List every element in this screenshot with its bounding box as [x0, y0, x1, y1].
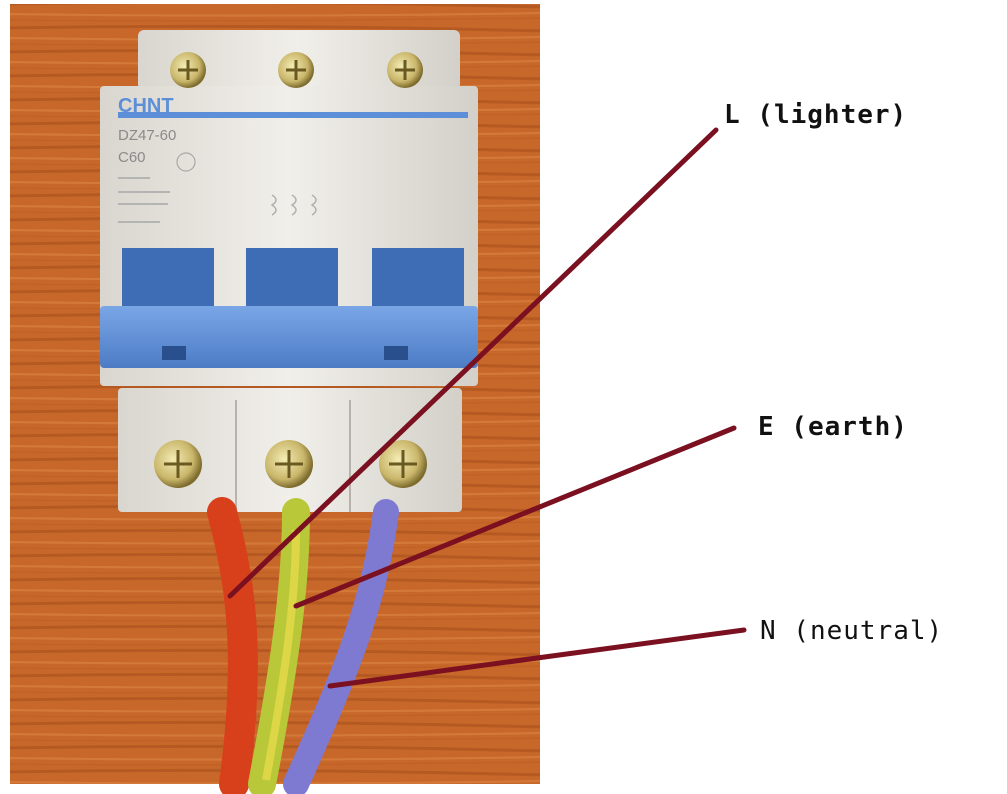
neutral-wire [283, 499, 399, 794]
bottom-terminal-screws [154, 440, 427, 488]
leader-line-earth [293, 425, 737, 609]
top-terminal-screws [170, 52, 423, 88]
live-wire [207, 497, 258, 794]
breaker-brand: CHNT [118, 95, 174, 117]
circuit-breaker: CHNT DZ47-60 C60 [100, 30, 478, 512]
fine-print [118, 177, 170, 223]
label-earth: E (earth) [758, 412, 908, 442]
leader-lines [227, 127, 747, 689]
wiring-symbol [270, 194, 317, 216]
leader-line-live [227, 127, 719, 599]
label-neutral: N (neutral) [760, 616, 944, 646]
breaker-rating: C60 [118, 149, 146, 166]
toggle-lever [100, 248, 478, 368]
breaker-model: DZ47-60 [118, 127, 176, 144]
label-live: L (lighter) [724, 100, 908, 130]
wires [207, 497, 399, 794]
leader-line-neutral [327, 627, 747, 689]
